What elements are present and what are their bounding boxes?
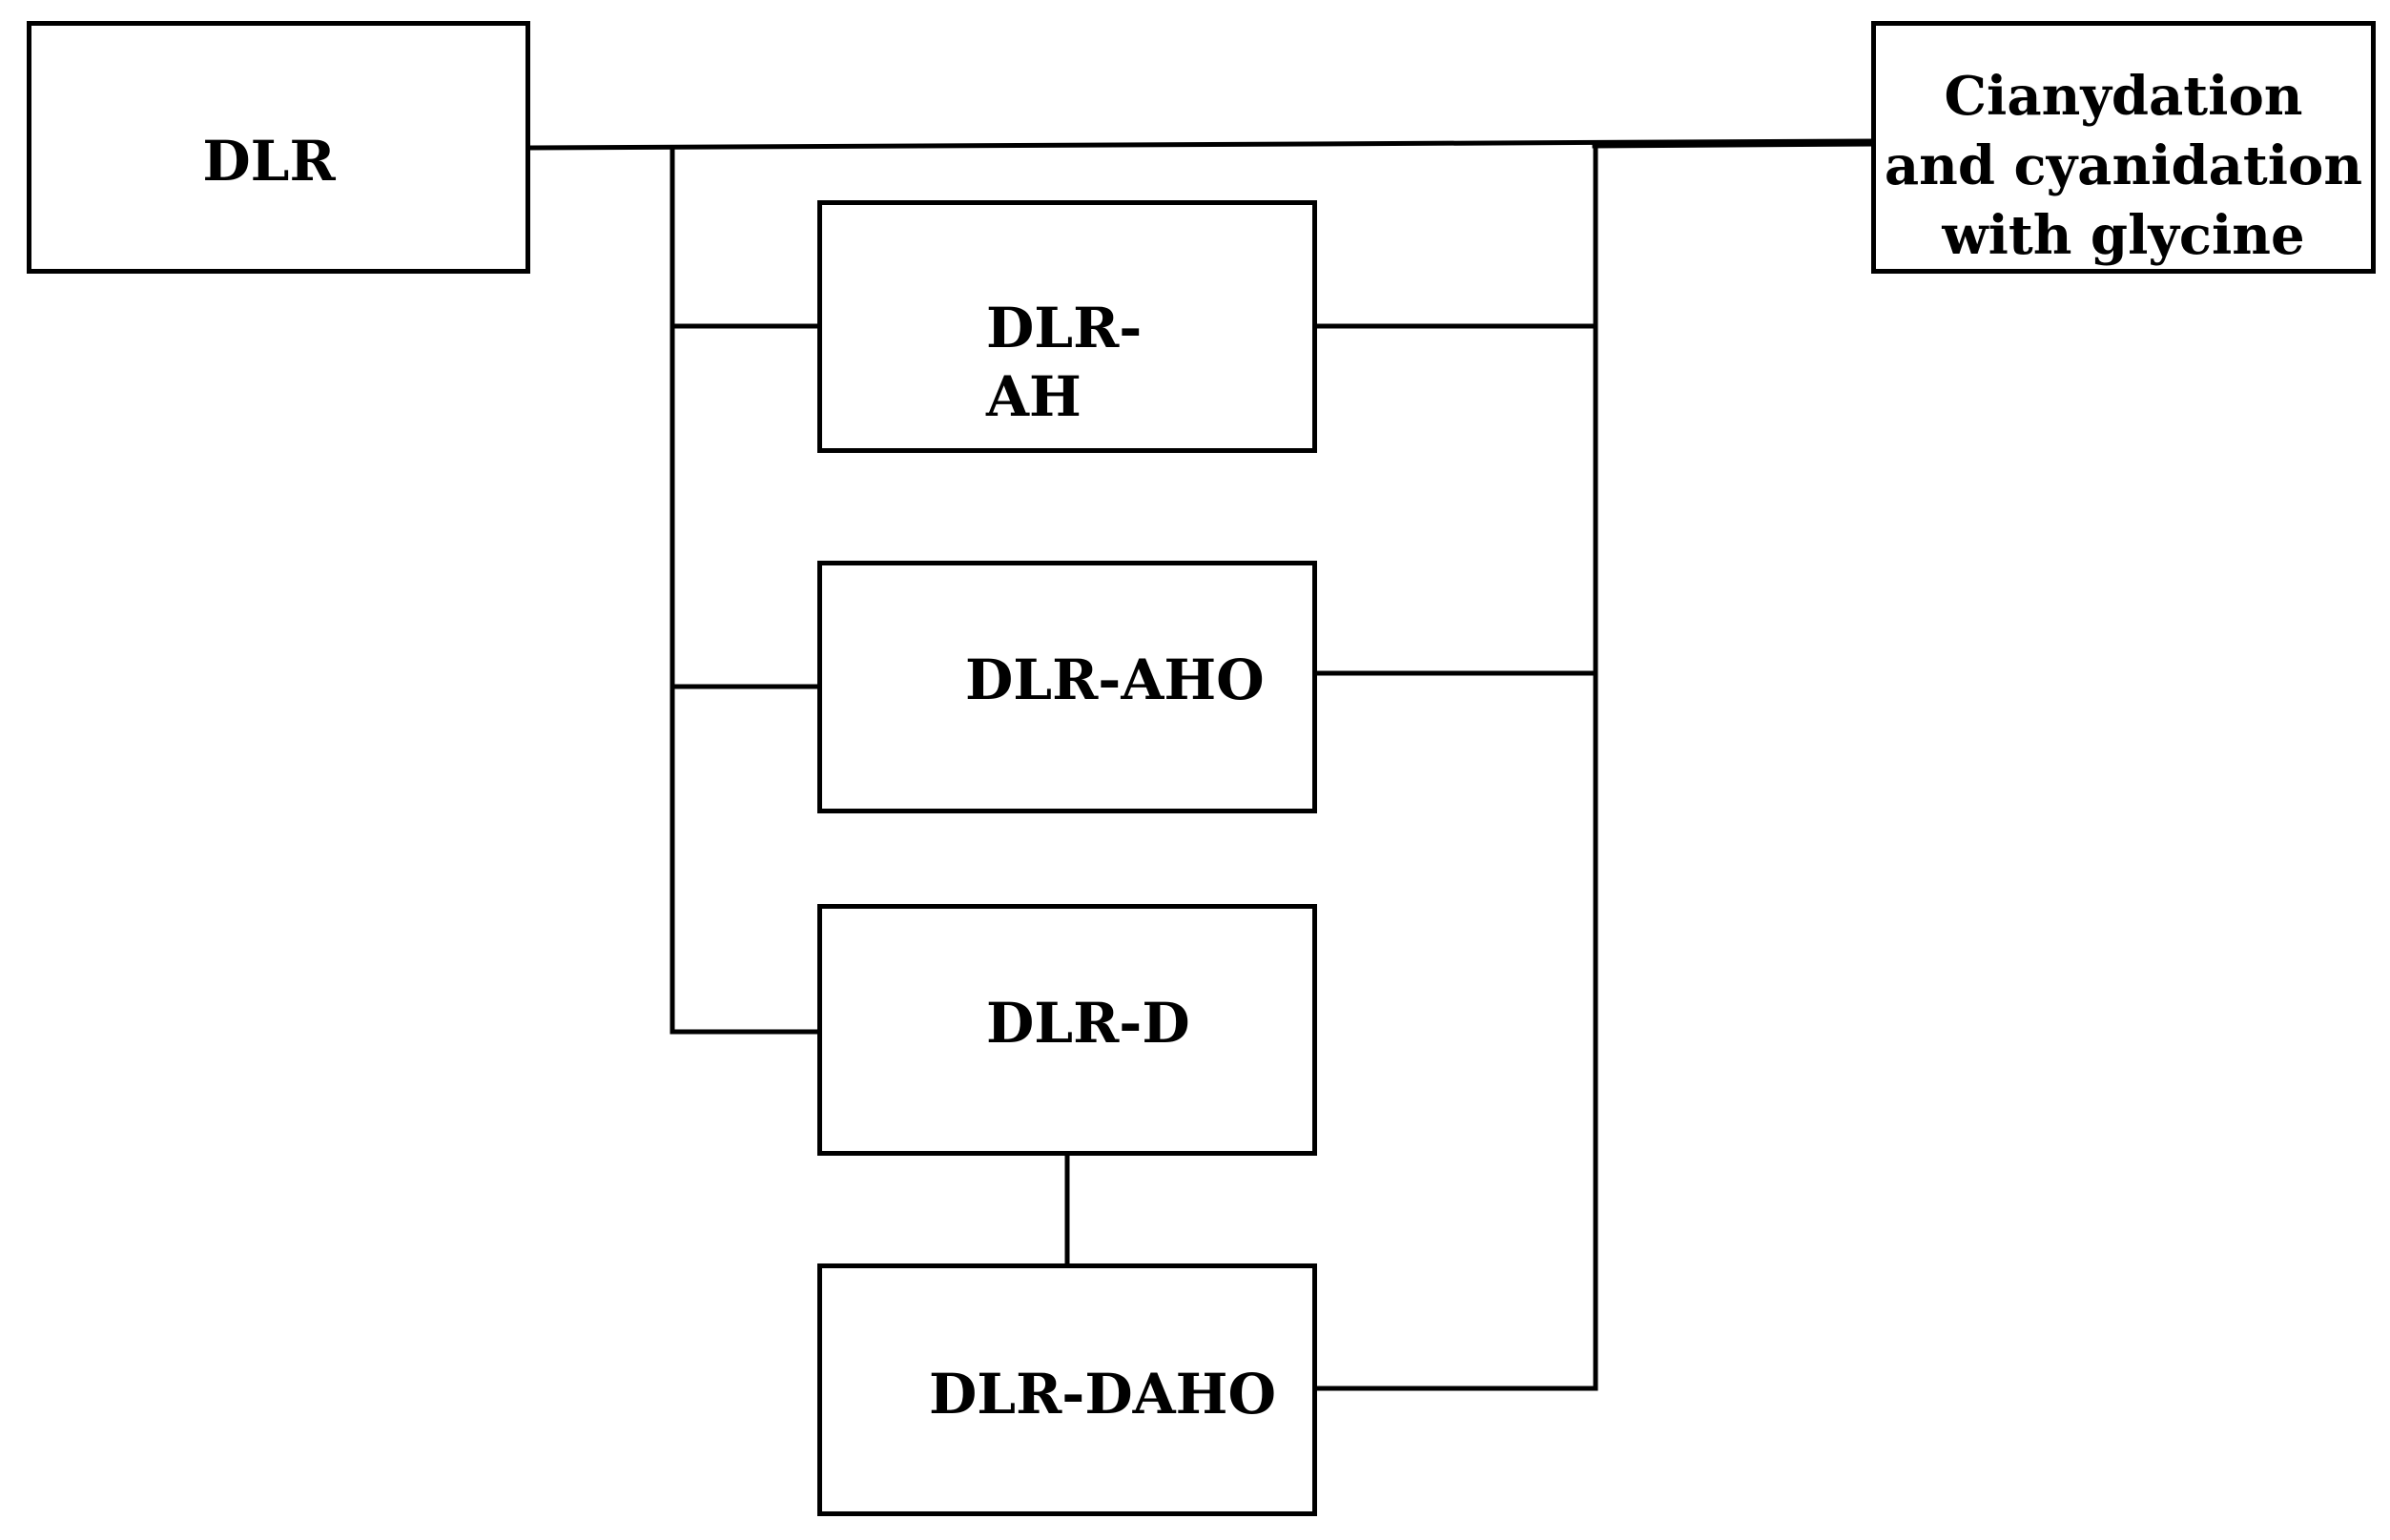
- node-dlr: DLR: [27, 21, 530, 274]
- node-dlr-ah-label: DLR- AH: [986, 296, 1143, 429]
- node-dlr-aho: DLR-AHO: [817, 561, 1317, 813]
- node-cyanidation: Cianydation and cyanidation with glycine: [1871, 21, 2376, 274]
- node-dlr-ah: DLR- AH: [817, 200, 1317, 453]
- node-dlr-daho-label: DLR-DAHO: [929, 1362, 1276, 1427]
- node-dlr-label: DLR: [202, 129, 336, 194]
- node-dlr-daho: DLR-DAHO: [817, 1263, 1317, 1516]
- node-dlr-d-label: DLR-D: [986, 991, 1190, 1056]
- node-dlr-aho-label: DLR-AHO: [965, 647, 1265, 712]
- line-right-trunk-join: [1592, 139, 1878, 149]
- node-cyanidation-label: Cianydation and cyanidation with glycine: [1884, 65, 2363, 267]
- node-dlr-d: DLR-D: [817, 904, 1317, 1156]
